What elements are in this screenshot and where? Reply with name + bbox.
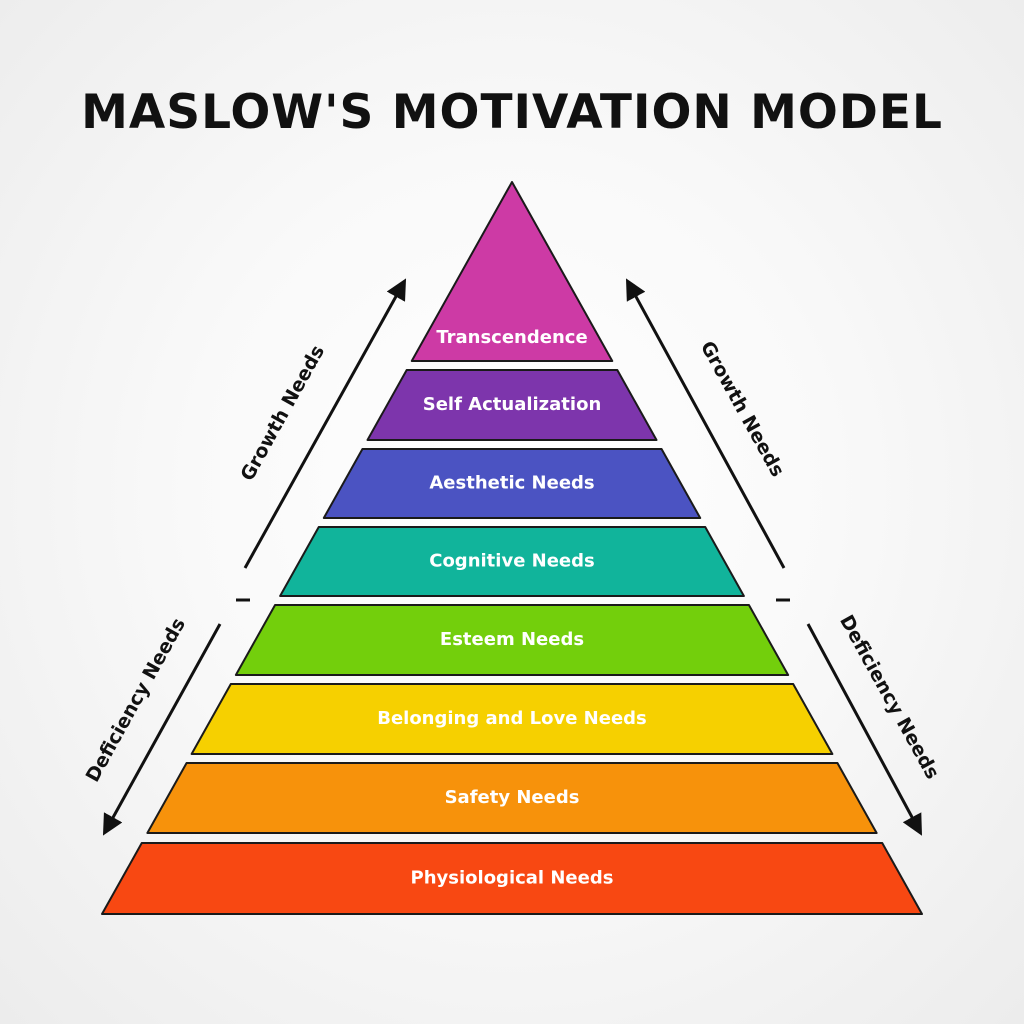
growth-arrow-right xyxy=(625,278,786,569)
diagram-title: MASLOW'S MOTIVATION MODEL xyxy=(81,85,943,140)
growth-needs-label-left: Growth Needs xyxy=(236,342,329,485)
tier-5-band xyxy=(234,604,790,676)
tier-3-band xyxy=(322,448,702,519)
tier-2-band xyxy=(366,369,658,441)
tier-7-label: Safety Needs xyxy=(445,787,580,808)
growth-needs-label-right: Growth Needs xyxy=(696,338,789,481)
tier-7-band xyxy=(146,762,878,834)
tier-8-label: Physiological Needs xyxy=(411,868,614,889)
tier-1-label: Transcendence xyxy=(436,327,587,348)
tier-6-label: Belonging and Love Needs xyxy=(377,708,647,729)
deficiency-needs-label-right: Deficiency Needs xyxy=(835,611,943,782)
deficiency-needs-label-left: Deficiency Needs xyxy=(82,614,190,785)
tier-1-band xyxy=(410,181,614,362)
growth-arrow-left xyxy=(243,278,407,569)
deficiency-arrow-right xyxy=(806,623,922,836)
tier-4-band xyxy=(279,526,745,597)
tier-6-band xyxy=(190,683,834,755)
tier-2-label: Self Actualization xyxy=(423,394,602,415)
tier-4-label: Cognitive Needs xyxy=(429,551,595,572)
tier-3-label: Aesthetic Needs xyxy=(429,473,594,494)
tier-5-label: Esteem Needs xyxy=(440,629,584,650)
tier-8-band xyxy=(101,842,923,915)
deficiency-arrow-left xyxy=(102,623,222,836)
